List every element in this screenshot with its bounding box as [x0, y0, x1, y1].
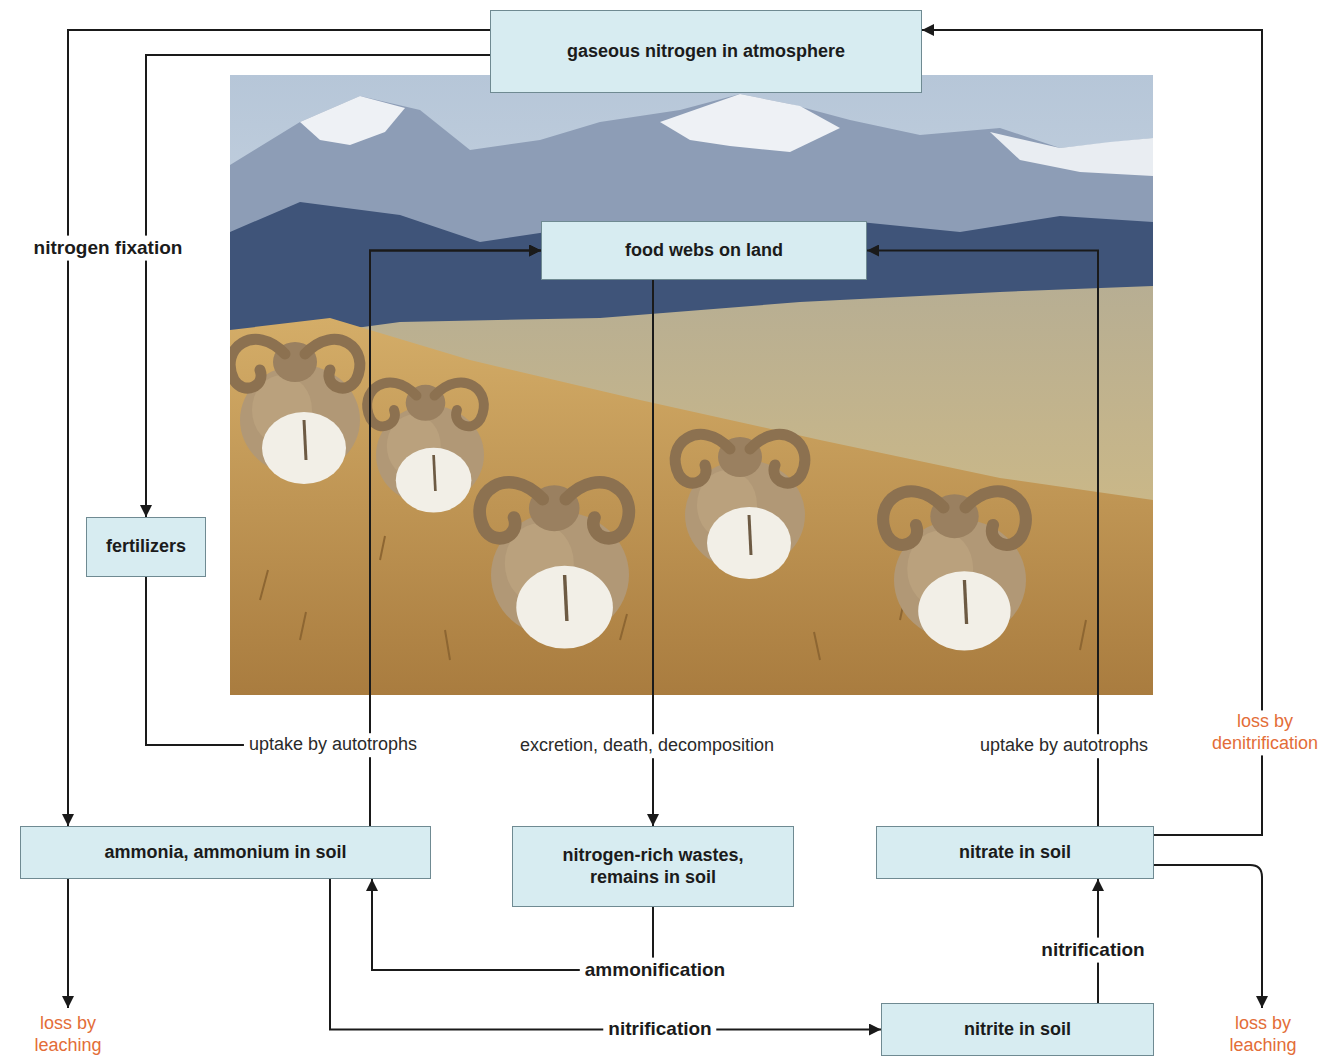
- flow-label: ammonification: [580, 958, 730, 983]
- leaching-arrow: [67, 879, 69, 1008]
- leaching-arrow: [1154, 865, 1262, 1008]
- bighorn-sheep: [367, 382, 484, 512]
- snow: [660, 94, 840, 152]
- bighorn-sheep: [230, 339, 360, 484]
- sky: [230, 75, 1153, 695]
- flow-label: nitrogen fixation: [29, 236, 188, 261]
- flow-label: excretion, death, decomposition: [515, 734, 779, 758]
- flow-label: loss by denitrification: [1195, 710, 1335, 755]
- nitrogen-pool-box: nitrogen-rich wastes, remains in soil: [512, 826, 794, 907]
- snow: [990, 132, 1153, 176]
- flow-label: uptake by autotrophs: [975, 734, 1153, 758]
- connector-group: [68, 30, 1262, 1030]
- flow-arrow: [146, 55, 490, 517]
- loss-label: loss by leaching: [8, 1012, 128, 1057]
- box-label: gaseous nitrogen in atmosphere: [567, 41, 845, 63]
- box-label: nitrite in soil: [964, 1019, 1071, 1041]
- flow-label: nitrification: [603, 1017, 716, 1042]
- flow-label: uptake by autotrophs: [244, 733, 422, 757]
- box-label: fertilizers: [106, 536, 186, 558]
- nitrogen-pool-box: food webs on land: [541, 221, 867, 280]
- bighorn-sheep: [675, 434, 805, 579]
- nitrogen-pool-box: ammonia, ammonium in soil: [20, 826, 431, 879]
- box-label: ammonia, ammonium in soil: [104, 842, 346, 864]
- loss-label: loss by leaching: [1203, 1012, 1323, 1057]
- flow-arrow: [68, 30, 490, 826]
- nitrogen-pool-box: nitrate in soil: [876, 826, 1154, 879]
- nitrogen-pool-box: gaseous nitrogen in atmosphere: [490, 10, 922, 93]
- box-label: nitrogen-rich wastes, remains in soil: [538, 845, 768, 888]
- nitrogen-pool-box: nitrite in soil: [881, 1003, 1154, 1056]
- landscape-photo: [230, 75, 1153, 695]
- snow: [300, 96, 405, 145]
- flow-arrow: [146, 251, 541, 746]
- bighorn-sheep: [883, 491, 1026, 650]
- bighorn-sheep: [480, 482, 629, 648]
- box-label: nitrate in soil: [959, 842, 1071, 864]
- flow-label: nitrification: [1036, 938, 1149, 963]
- box-label: food webs on land: [625, 240, 783, 262]
- grass-slope: [230, 318, 1153, 695]
- nitrogen-pool-box: fertilizers: [86, 517, 206, 577]
